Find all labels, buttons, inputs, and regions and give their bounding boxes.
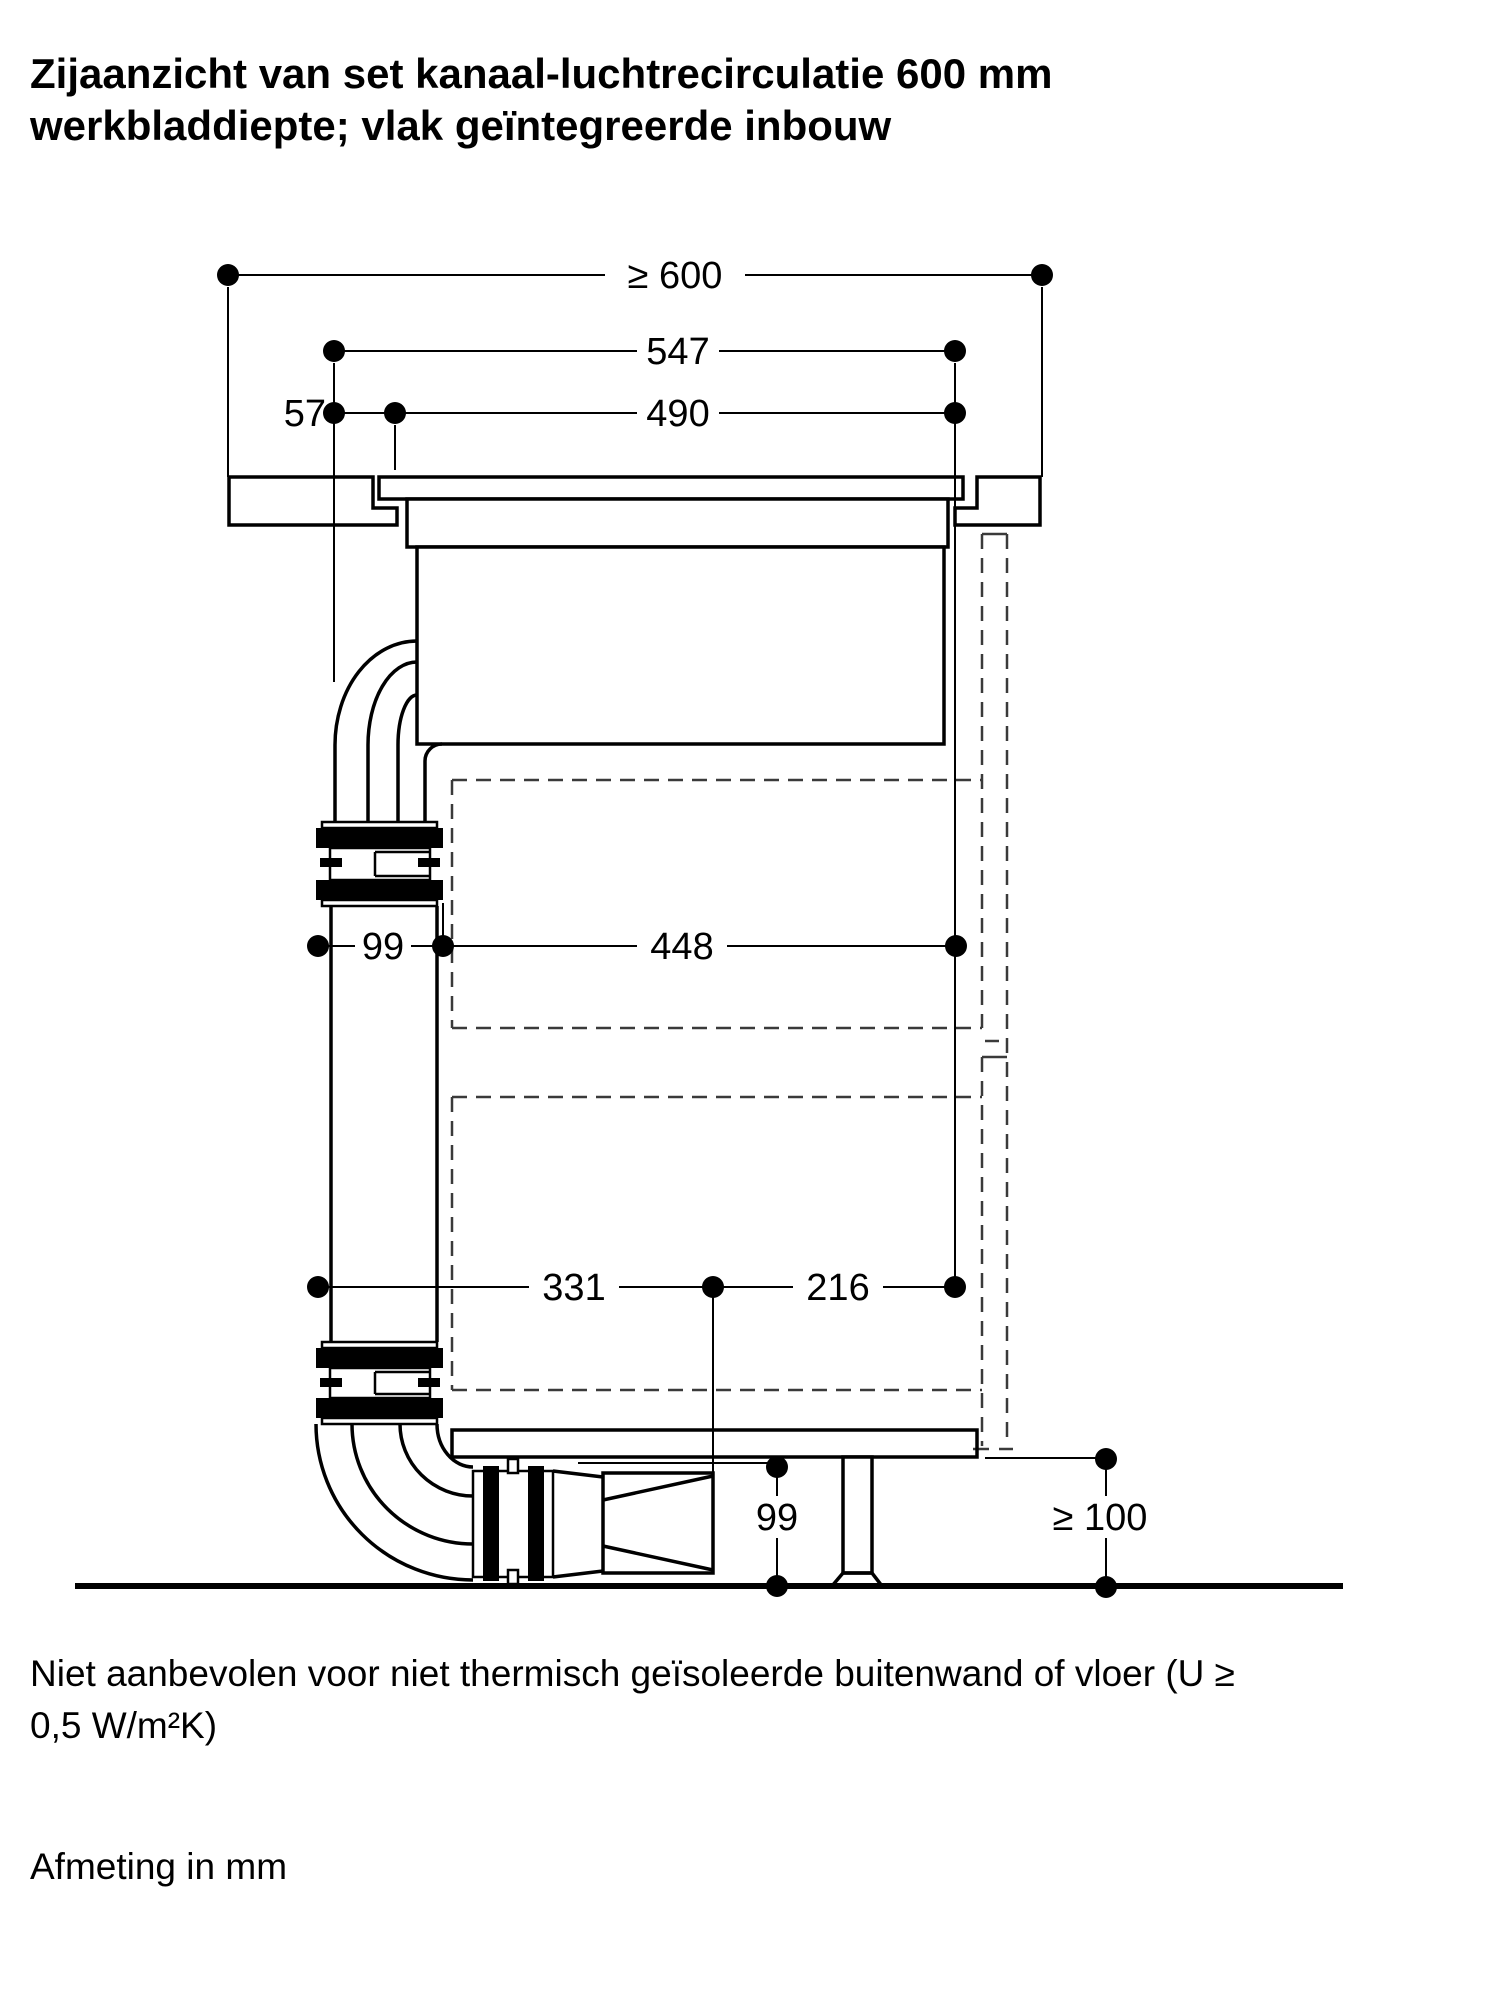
duct-elbow-upper (333, 639, 443, 822)
duct-elbow-lower (314, 1423, 474, 1582)
dim-label-331: 331 (542, 1267, 605, 1309)
title-line-1: Zijaanzicht van set kanaal-luchtrecircul… (30, 50, 1053, 97)
duct-connector-lower (316, 1340, 443, 1426)
hob-glass (377, 475, 965, 501)
thermal-note: Niet aanbevolen voor niet thermisch geïs… (30, 1648, 1235, 1752)
dim-label-547: 547 (646, 331, 709, 373)
cabinet-leg (828, 1455, 886, 1588)
thermal-note-line-2: 0,5 W/m²K) (30, 1705, 218, 1746)
title-line-2: werkbladdiepte; vlak geïntegreerde inbou… (30, 102, 892, 149)
clearance-box-upper (450, 778, 982, 1030)
hob-body (415, 545, 946, 746)
dim-label-57: 57 (284, 393, 326, 435)
page-title: Zijaanzicht van set kanaal-luchtrecircul… (30, 48, 1052, 152)
units-note: Afmeting in mm (30, 1846, 288, 1887)
measurement-dots (217, 264, 1117, 1598)
label-backplates (355, 254, 1160, 1538)
hob (377, 475, 965, 746)
dim-label-216: 216 (806, 1267, 869, 1309)
worktop-left (227, 475, 399, 527)
worktop-right (953, 475, 1042, 527)
dimension-labels: ≥ 600 547 490 57 99 448 331 216 99 ≥ 100 (284, 255, 1148, 1539)
floor-duct-connector (471, 1457, 555, 1586)
dim-label-99-floor: 99 (756, 1497, 798, 1539)
hob-frame (405, 497, 950, 549)
dim-label-490: 490 (646, 393, 709, 435)
duct-connector-upper (316, 820, 443, 908)
duct-run (329, 906, 439, 1342)
recirculation-channel-dashed (973, 532, 1013, 1451)
cabinet-bottom-panel (450, 1428, 979, 1459)
dim-label-100-wall: ≥ 100 (1053, 1497, 1148, 1539)
dim-label-worktop-depth: ≥ 600 (628, 255, 723, 297)
dim-label-99-duct: 99 (362, 926, 404, 968)
thermal-note-line-1: Niet aanbevolen voor niet thermisch geïs… (30, 1653, 1235, 1694)
blower-unit (552, 1469, 715, 1579)
dim-label-448: 448 (650, 926, 713, 968)
clearance-box-lower (450, 1095, 982, 1392)
